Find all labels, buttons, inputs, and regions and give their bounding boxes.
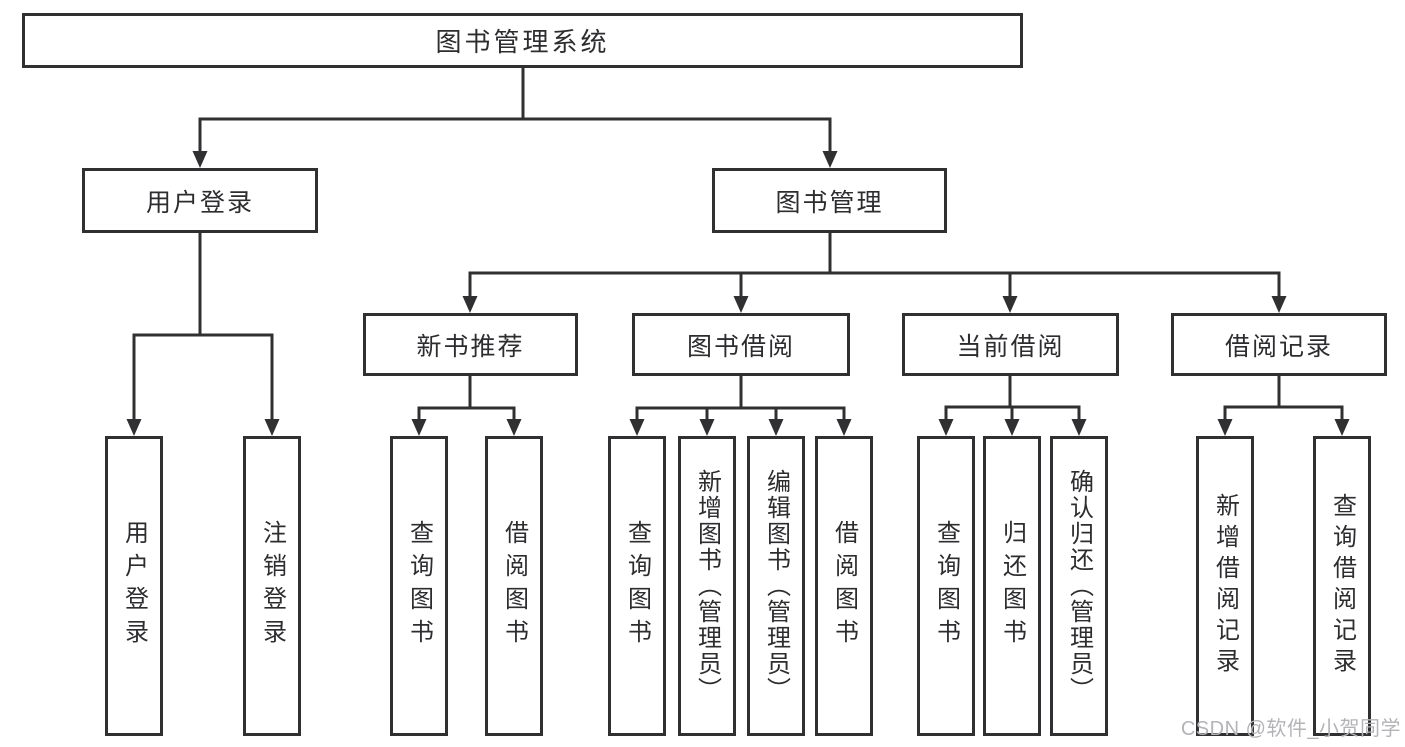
leaf-borrow-books-borrowing: 借阅图书: [815, 436, 873, 736]
node-borrowing-records: 借阅记录: [1171, 313, 1387, 376]
connector-new-book-rec-to-leaves: [411, 374, 522, 436]
node-library-management-system: 图书管理系统: [22, 13, 1023, 68]
connector-book-borrow-to-leaves: [629, 374, 852, 436]
leaf-borrow-books-recommendation: 借阅图书: [485, 436, 543, 736]
node-new-book-recommendation: 新书推荐: [363, 313, 578, 376]
csdn-watermark: CSDN @软件_小贺同学: [1180, 718, 1401, 740]
node-book-management: 图书管理: [712, 168, 947, 233]
leaf-add-book-admin: 新增图书（管理员）: [678, 436, 736, 736]
connector-current-borrow-to-leaves: [938, 374, 1087, 436]
leaf-query-books-borrowing: 查询图书: [608, 436, 666, 736]
connector-book-mgmt-to-groups: [462, 231, 1287, 313]
leaf-add-borrowing-record: 新增借阅记录: [1196, 436, 1254, 736]
node-user-login: 用户登录: [82, 168, 318, 233]
leaf-query-books-current: 查询图书: [917, 436, 975, 736]
leaf-query-borrowing-record: 查询借阅记录: [1313, 436, 1371, 736]
connector-borrow-records-to-leaves: [1217, 374, 1350, 436]
node-book-borrowing: 图书借阅: [632, 313, 850, 376]
leaf-user-login: 用户登录: [105, 436, 163, 736]
leaf-query-books-recommendation: 查询图书: [390, 436, 448, 736]
leaf-confirm-return-admin: 确认归还（管理员）: [1050, 436, 1108, 736]
connector-user-login-to-leaves: [126, 231, 280, 436]
node-current-borrowing: 当前借阅: [902, 313, 1119, 376]
leaf-edit-book-admin: 编辑图书（管理员）: [747, 436, 805, 736]
leaf-logout: 注销登录: [243, 436, 301, 736]
connector-root-to-branches: [192, 64, 838, 168]
leaf-return-book: 归还图书: [983, 436, 1041, 736]
